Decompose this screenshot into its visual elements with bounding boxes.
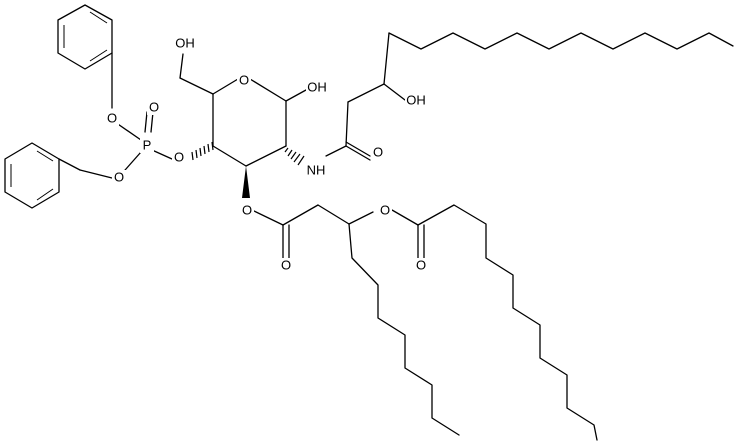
acyloxy-carbonyl-oxygen-label: O [416, 258, 426, 273]
anomeric-hydroxyl-label: OH [307, 80, 327, 95]
bond-phenyl-left-link [58, 158, 81, 171]
ester-oxygen-c3-label: O [242, 203, 252, 218]
hashed-bond-c2-n [284, 147, 305, 166]
sugar-ring [212, 78, 287, 167]
amide-chain-bonds [325, 32, 734, 161]
acyloxy-ester-bonds [391, 204, 598, 441]
ch2oh-bonds [179, 53, 214, 95]
primary-hydroxyl-label: OH [175, 36, 195, 51]
phosphorus-label: P [143, 138, 152, 153]
hashed-bond-c4-o [191, 141, 214, 161]
bond-phenyl-left-o [79, 169, 113, 179]
phenyl-ring-top [57, 4, 113, 70]
amide-carbonyl-oxygen-label: O [373, 145, 383, 160]
phenoxy-oxygen-left-label: O [114, 170, 124, 185]
ester3-bonds [251, 204, 460, 436]
wedge-bond-c3-o [242, 166, 250, 198]
phenoxy-oxygen-top-label: O [107, 111, 117, 126]
amide-nitrogen-label: NH [307, 163, 326, 178]
atom-labels: O OH OH P O O O O NH O OH O O O O [105, 36, 428, 273]
ring-oxygen-label: O [239, 73, 249, 88]
acyloxy-oxygen-label: O [380, 203, 390, 218]
phosphoryl-oxygen-label: O [149, 100, 159, 115]
sugar-phosphate-oxygen-label: O [174, 150, 184, 165]
bond-anomeric-oh [285, 89, 307, 102]
phenyl-ring-left [4, 142, 60, 209]
side-chain-hydroxyl-label: OH [406, 93, 426, 108]
ester-carbonyl-oxygen-c3-label: O [281, 258, 291, 273]
